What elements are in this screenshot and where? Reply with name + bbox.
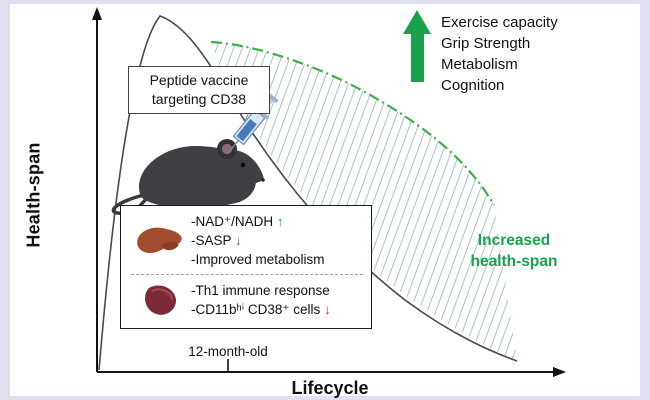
finding-metabolism: -Improved metabolism	[191, 252, 325, 267]
up-block-arrow-icon	[403, 10, 431, 82]
spleen-icon	[129, 280, 191, 320]
x-axis-label: Lifecycle	[291, 378, 369, 398]
down-arrow-icon: ↓	[324, 302, 331, 317]
increased-line2: health-span	[470, 253, 558, 270]
liver-row: -NAD⁺/NADH ↑ -SASP ↓ -Improved metabolis…	[129, 212, 365, 269]
vaccine-label-line2: targeting CD38	[151, 91, 247, 107]
y-axis-arrow-icon	[92, 7, 102, 20]
down-arrow-icon: ↓	[235, 233, 242, 248]
x-axis-tick-label: 12-month-old	[188, 344, 268, 359]
finding-sasp: -SASP	[191, 233, 236, 248]
vaccine-label-box: Peptide vaccine targeting CD38	[128, 66, 270, 114]
healthspan-gain-hatch-area	[211, 42, 517, 361]
mouse-icon	[111, 139, 265, 215]
benefits-list: Exercise capacity Grip Strength Metaboli…	[441, 12, 558, 96]
spleen-row: -Th1 immune response -CD11bʰⁱ CD38⁺ cell…	[129, 280, 365, 320]
benefit-exercise: Exercise capacity	[441, 14, 558, 31]
extended-healthspan-curve	[210, 40, 495, 206]
vaccine-label-line1: Peptide vaccine	[149, 72, 249, 88]
benefit-cognition: Cognition	[441, 77, 505, 94]
x-axis-arrow-icon	[553, 367, 566, 377]
up-arrow-icon: ↑	[276, 214, 284, 229]
finding-th1: -Th1 immune response	[191, 283, 330, 298]
liver-icon	[129, 219, 191, 263]
results-box: -NAD⁺/NADH ↑ -SASP ↓ -Improved metabolis…	[120, 205, 372, 329]
liver-findings: -NAD⁺/NADH ↑ -SASP ↓ -Improved metabolis…	[191, 212, 325, 269]
benefit-metabolism: Metabolism	[441, 56, 518, 73]
y-axis-label: Health-span	[23, 142, 44, 248]
increased-line1: Increased	[477, 232, 551, 249]
finding-nad: -NAD⁺/NADH	[191, 214, 277, 229]
benefit-grip: Grip Strength	[441, 35, 531, 52]
finding-cd11b: -CD11bʰⁱ CD38⁺ cells	[191, 302, 325, 317]
increased-healthspan-label: Increased health-span	[444, 230, 584, 272]
spleen-findings: -Th1 immune response -CD11bʰⁱ CD38⁺ cell…	[191, 281, 331, 319]
results-divider	[131, 274, 363, 275]
